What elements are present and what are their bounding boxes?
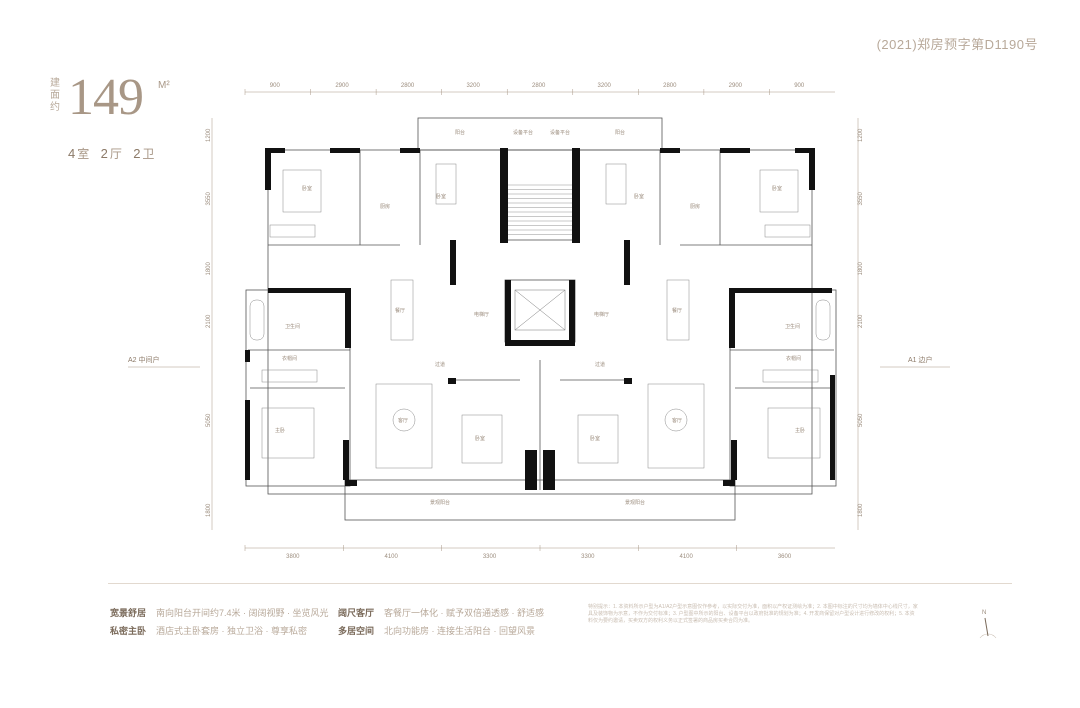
room-label: 景观阳台 <box>625 499 645 506</box>
dimension-label: 5050 <box>206 413 212 427</box>
area-unit: M² <box>158 80 170 91</box>
dimension-label: 3200 <box>598 83 612 89</box>
divider <box>108 583 1012 584</box>
thin-walls <box>245 117 837 521</box>
feature-key: 私密主卧 <box>110 626 147 636</box>
room-label: 阳台 <box>455 129 465 136</box>
feature-key: 宽景舒居 <box>110 608 147 618</box>
dimension-label: 3300 <box>581 554 595 560</box>
unit-label-right: A1 边户 <box>908 355 933 364</box>
room-label: 过道 <box>435 361 445 368</box>
dimension-label: 4100 <box>385 554 399 560</box>
feature-row: 阔尺客厅客餐厅一体化 · 赋予双倍通透感 · 舒适感 <box>338 606 544 619</box>
room-label: 卧室 <box>436 193 446 200</box>
room-label: 卧室 <box>772 185 782 192</box>
dimension-label: 3300 <box>483 554 497 560</box>
feature-row: 多居空间北向功能房 · 连接生活阳台 · 回望风景 <box>338 624 535 637</box>
halls-count: 2 <box>100 146 108 161</box>
room-label: 餐厅 <box>672 307 682 314</box>
room-labels: 阳台 设备平台 设备平台 阳台 卧室 卧室 厨房 厨房 卧室 卧室 餐厅 餐厅 … <box>275 129 805 506</box>
dimension-label: 1200 <box>858 128 864 142</box>
room-label: 阳台 <box>615 129 625 136</box>
dimension-label: 900 <box>270 83 281 89</box>
room-label: 厨房 <box>380 203 390 210</box>
halls-unit: 厅 <box>109 147 122 161</box>
room-label: 主卧 <box>795 427 805 434</box>
rooms-unit: 室 <box>77 147 90 161</box>
furniture <box>249 163 831 469</box>
dimension-label: 2900 <box>335 83 349 89</box>
dimension-label: 2800 <box>401 83 415 89</box>
feature-row: 宽景舒居南向阳台开间约7.4米 · 阔阔视野 · 坐览风光 <box>110 606 329 619</box>
dimension-label: 1800 <box>206 261 212 275</box>
dimension-label: 3200 <box>466 83 480 89</box>
feature-value: 南向阳台开间约7.4米 · 阔阔视野 · 坐览风光 <box>156 608 329 618</box>
room-label: 厨房 <box>690 203 700 210</box>
room-label: 卧室 <box>634 193 644 200</box>
room-label: 衣帽间 <box>786 355 801 362</box>
room-label: 过道 <box>595 361 605 368</box>
room-label: 设备平台 <box>513 129 533 136</box>
feature-value: 北向功能房 · 连接生活阳台 · 回望风景 <box>384 626 536 636</box>
dimension-label: 2900 <box>729 83 743 89</box>
dimension-label: 1200 <box>206 128 212 142</box>
room-label: 衣帽间 <box>282 355 297 362</box>
dimension-label: 3550 <box>206 191 212 205</box>
feature-value: 酒店式主卧套房 · 独立卫浴 · 尊享私密 <box>156 626 308 636</box>
dimension-label: 900 <box>794 83 805 89</box>
room-label: 卧室 <box>302 185 312 192</box>
area-label: 建面约 <box>50 78 60 113</box>
dimension-label: 1800 <box>858 503 864 517</box>
room-label: 卧室 <box>590 435 600 442</box>
room-label: 客厅 <box>398 417 408 424</box>
disclaimer-notes: 特别提示：1. 本资料所示户型为A1/A2户型示意图仅作参考，以实际交付为准，面… <box>588 604 918 624</box>
compass-icon: N <box>979 610 997 639</box>
dimension-label: 1800 <box>858 261 864 275</box>
dimension-label: 5050 <box>858 413 864 427</box>
room-label: 客厅 <box>672 417 682 424</box>
rooms-count: 4 <box>68 146 76 161</box>
thick-walls <box>245 148 835 490</box>
feature-value: 客餐厅一体化 · 赋予双倍通透感 · 舒适感 <box>384 608 545 618</box>
dimension-label: 2800 <box>532 83 546 89</box>
dimension-label: 2100 <box>858 314 864 328</box>
room-label: 景观阳台 <box>430 499 450 506</box>
presale-license: (2021)郑房预字第D1190号 <box>876 37 1038 52</box>
dimension-label: 3600 <box>778 554 792 560</box>
room-label: 餐厅 <box>395 307 405 314</box>
unit-label-left: A2 中间户 <box>128 355 160 364</box>
dimension-label: 3550 <box>858 191 864 205</box>
dimension-label: 2100 <box>206 314 212 328</box>
room-label: 电梯厅 <box>474 311 489 318</box>
room-label: 卧室 <box>475 435 485 442</box>
dimension-label: 2800 <box>663 83 677 89</box>
feature-key: 阔尺客厅 <box>338 608 375 618</box>
elevator-icon <box>514 289 566 331</box>
dimension-label: 1800 <box>206 503 212 517</box>
feature-row: 私密主卧酒店式主卧套房 · 独立卫浴 · 尊享私密 <box>110 624 307 637</box>
area-value: 149 <box>68 69 144 126</box>
baths-unit: 卫 <box>142 147 155 161</box>
feature-key: 多居空间 <box>338 626 375 636</box>
baths-count: 2 <box>133 146 141 161</box>
dimension-label: 4100 <box>680 554 694 560</box>
room-label: 卫生间 <box>285 323 300 330</box>
dimension-label: 3800 <box>286 554 300 560</box>
room-label: 电梯厅 <box>594 311 609 318</box>
compass-north: N <box>982 610 986 616</box>
room-label: 主卧 <box>275 427 285 434</box>
room-label: 卫生间 <box>785 323 800 330</box>
room-label: 设备平台 <box>550 129 570 136</box>
staircase <box>508 184 572 235</box>
